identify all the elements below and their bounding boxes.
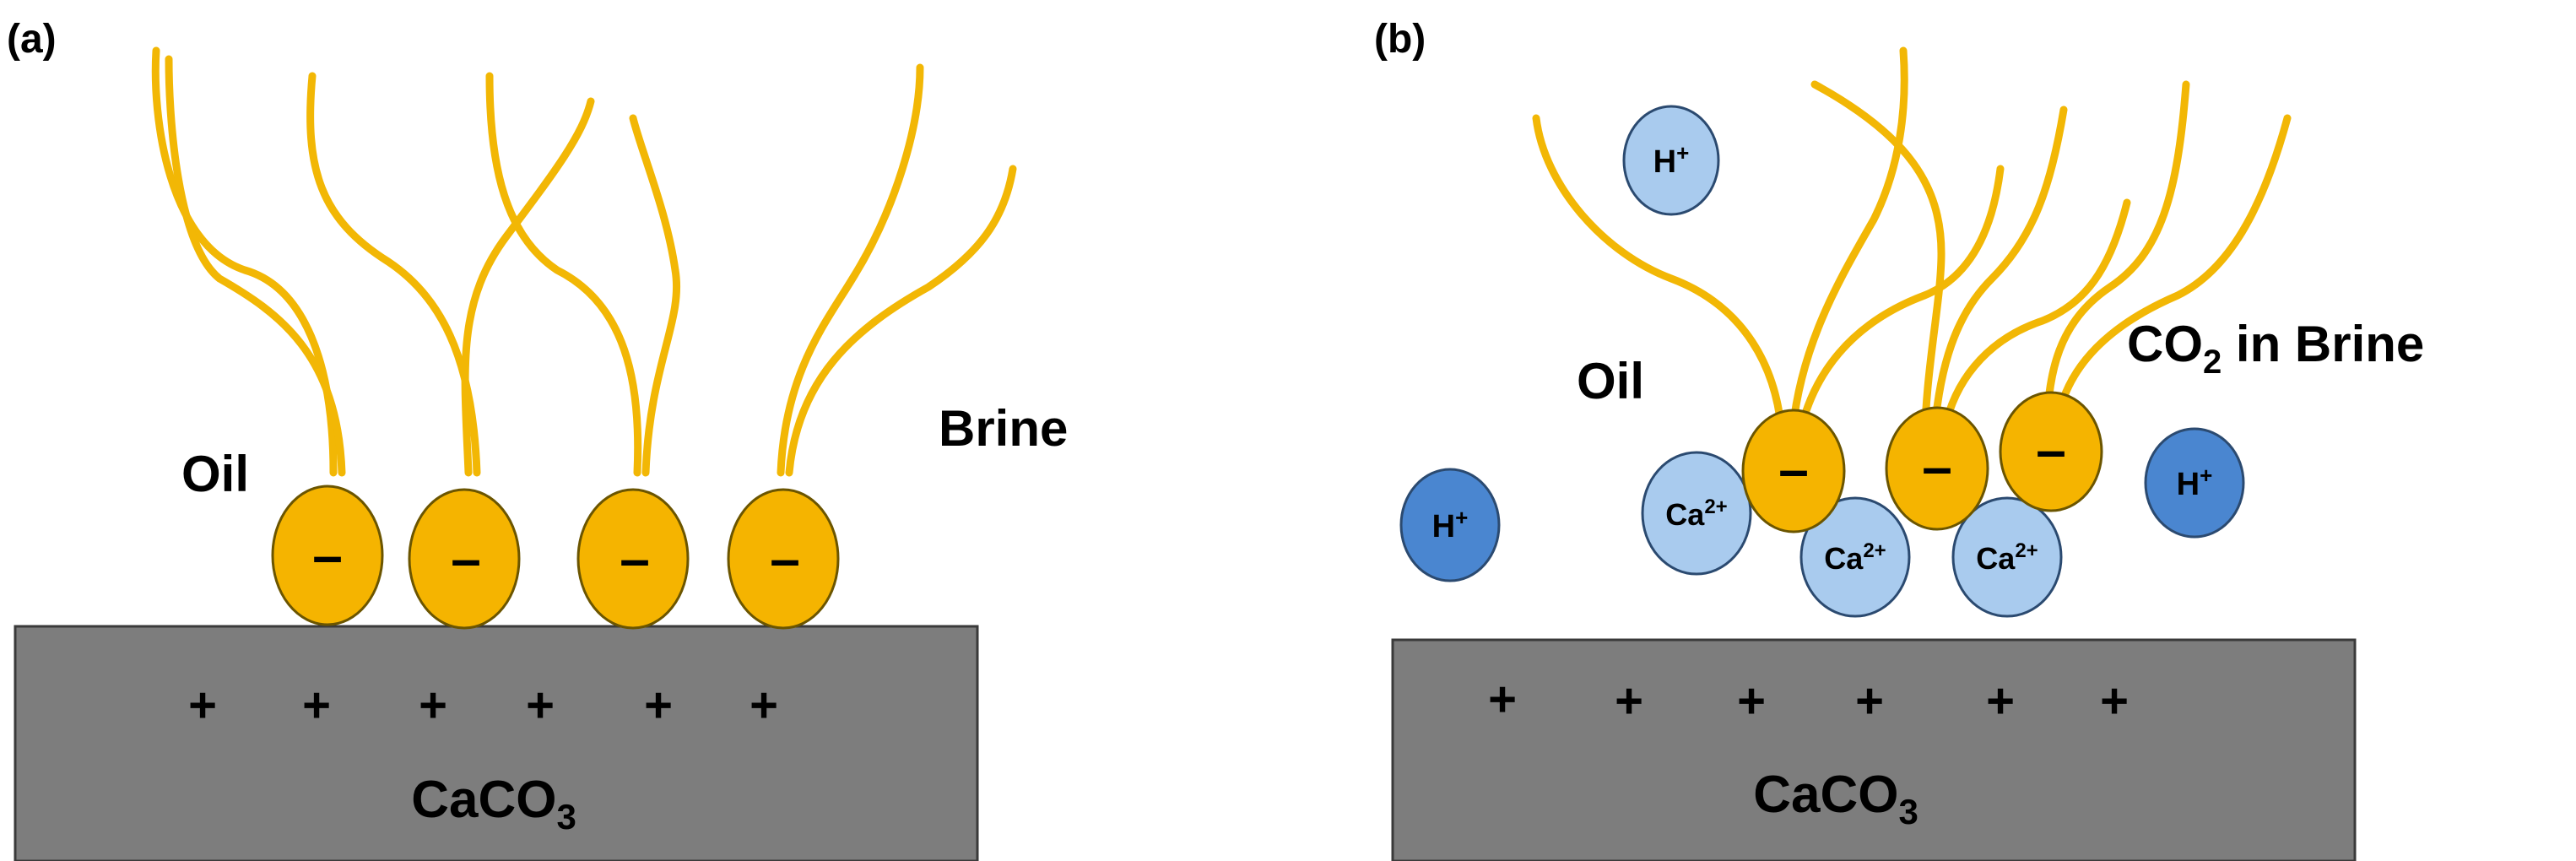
- tail: [306, 72, 481, 477]
- negative-charge: –: [1778, 439, 1809, 500]
- positive-charge: +: [188, 678, 217, 733]
- tail: [2051, 114, 2292, 443]
- positive-charge: +: [2100, 674, 2129, 728]
- tail: [1792, 165, 2005, 460]
- positive-charge: +: [419, 678, 447, 733]
- positive-charge: +: [1615, 674, 1643, 728]
- tail: [777, 63, 924, 477]
- panel-b-heads: – – –: [1741, 391, 2103, 533]
- positive-charge: +: [750, 678, 778, 733]
- negative-charge: –: [312, 525, 343, 586]
- calcium-ion-label: Ca2+: [1824, 539, 1886, 576]
- surfactant-head: [1885, 406, 1989, 531]
- positive-charge: +: [526, 678, 555, 733]
- proton-ion-label: H+: [1653, 140, 1690, 180]
- proton-ion: [2144, 427, 2245, 539]
- panel-a-heads: – – – –: [271, 485, 840, 630]
- negative-charge: –: [770, 528, 800, 589]
- surfactant-head: [271, 485, 384, 626]
- tail: [461, 97, 595, 477]
- panel-b-oil-label: Oil: [1577, 353, 1644, 409]
- positive-charge: +: [1737, 674, 1766, 728]
- negative-charge: –: [620, 528, 650, 589]
- panel-a-tails: [151, 46, 1017, 477]
- calcium-ion-label: Ca2+: [1976, 539, 2038, 576]
- panel-b: (b) + + + + + + CaCO3 Ca2+: [1374, 17, 2424, 861]
- tail: [1532, 114, 1787, 460]
- panel-b-brine-label: CO2 in Brine: [2127, 316, 2424, 381]
- positive-charge: +: [302, 678, 331, 733]
- panel-b-substrate: [1391, 638, 2357, 861]
- tail: [2043, 80, 2190, 443]
- tail: [629, 114, 681, 477]
- proton-ion-label: H+: [1432, 505, 1469, 544]
- surfactant-head: [727, 488, 840, 630]
- positive-charge: +: [1855, 674, 1884, 728]
- panel-b-h-ions: H+ H+ H+: [1399, 105, 2245, 582]
- surfactant-head: [408, 488, 521, 630]
- calcium-ion-label: Ca2+: [1665, 495, 1727, 532]
- tail: [785, 165, 1017, 477]
- panel-a-oil-label: Oil: [181, 446, 249, 502]
- proton-ion: [1399, 468, 1501, 582]
- surfactant-head: [1741, 409, 1846, 533]
- panel-a-surface-charges: + + + + + +: [188, 678, 778, 733]
- panel-b-surface-charges: + + + + + +: [1488, 672, 2129, 728]
- calcium-ion: [1799, 496, 1911, 618]
- tail: [1787, 46, 1908, 460]
- panel-a-label: (a): [7, 17, 57, 62]
- panel-a-brine-label: Brine: [939, 400, 1068, 457]
- calcium-ion: [1951, 496, 2063, 618]
- tail: [1810, 80, 1946, 460]
- panel-a-substrate: [14, 625, 979, 861]
- panel-b-label: (b): [1374, 17, 1426, 62]
- proton-ion-label: H+: [2177, 463, 2213, 502]
- panel-b-ca-ions: Ca2+ Ca2+ Ca2+: [1641, 451, 2063, 618]
- panel-a: (a) + + + + + + CaCO3: [7, 17, 1068, 861]
- positive-charge: +: [1986, 674, 2015, 728]
- calcium-ion: [1641, 451, 1752, 576]
- panel-a-substrate-label: CaCO3: [411, 771, 576, 837]
- panel-b-substrate-label: CaCO3: [1753, 766, 1918, 831]
- tail: [1937, 198, 2131, 460]
- surfactant-head: [576, 488, 690, 630]
- negative-charge: –: [1922, 436, 1952, 497]
- positive-charge: +: [644, 678, 673, 733]
- tail: [485, 72, 642, 477]
- positive-charge: +: [1488, 672, 1517, 727]
- surfactant-head: [1999, 391, 2103, 512]
- tail: [165, 55, 346, 477]
- negative-charge: –: [451, 528, 481, 589]
- negative-charge: –: [2036, 420, 2066, 480]
- panel-b-tails: [1532, 46, 2292, 460]
- proton-ion: [1622, 105, 1720, 216]
- tail: [1929, 106, 2068, 460]
